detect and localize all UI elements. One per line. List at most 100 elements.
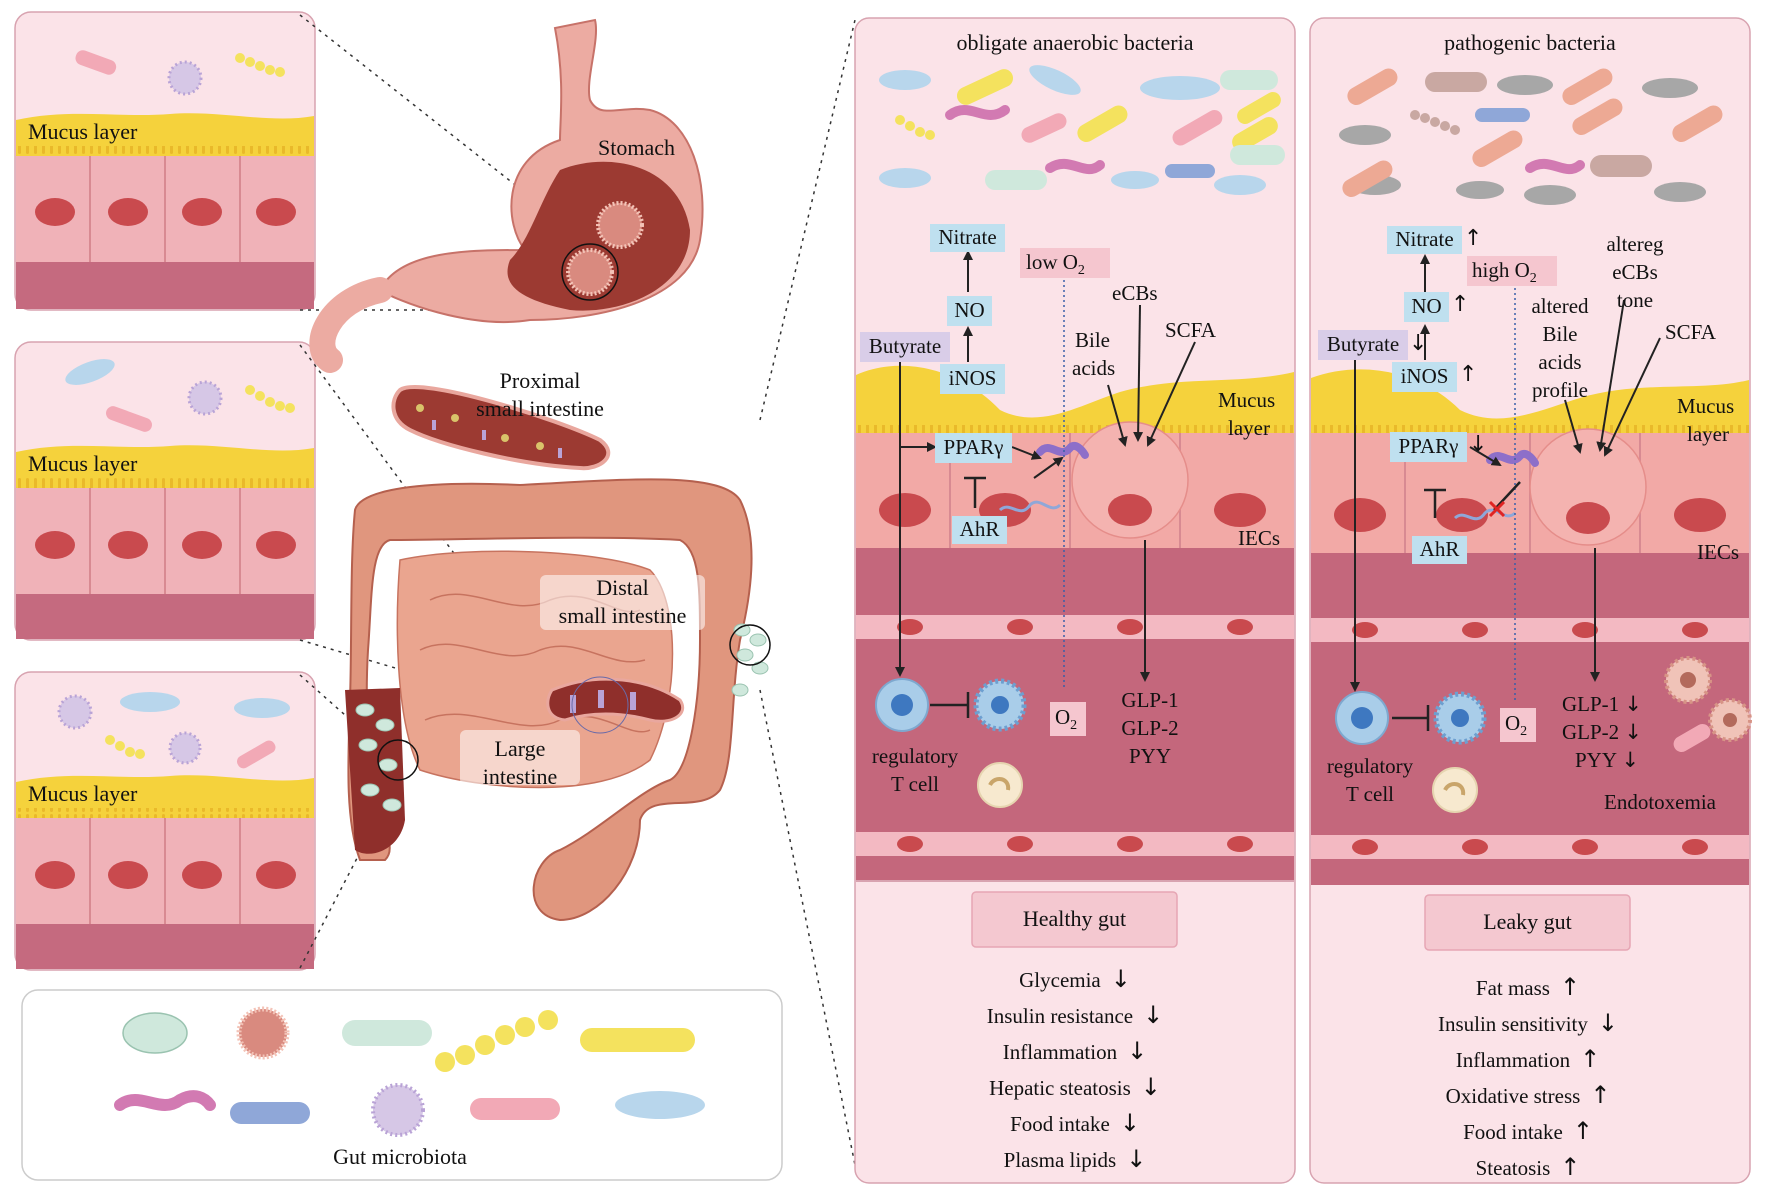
leaky-outcome-2: Inflammation ↑ — [1368, 1047, 1688, 1071]
healthy-nitrate: Nitrate — [938, 225, 997, 249]
leaky-mucus-2: layer — [1687, 422, 1729, 446]
leaky-outcome-label: Food intake — [1463, 1120, 1563, 1144]
arrow-down-icon: ↓ — [1140, 1073, 1161, 1101]
leaky-scfa: SCFA — [1665, 320, 1716, 344]
leaky-outcome-label: Fat mass — [1475, 976, 1550, 1000]
leaky-altereg-2: eCBs — [1612, 260, 1658, 284]
leaky-ahr: AhR — [1419, 537, 1460, 561]
leaky-inos-up-icon: ↑ — [1459, 362, 1478, 387]
leaky-nitrate-box: Nitrate — [1387, 226, 1462, 254]
leaky-altereg-3: tone — [1616, 288, 1654, 312]
healthy-low-o2-box: low O2 — [1020, 248, 1110, 278]
leaky-butyrate-box: Butyrate — [1318, 330, 1408, 360]
healthy-butyrate: Butyrate — [868, 334, 942, 358]
healthy-outcome-3: Hepatic steatosis ↓ — [915, 1075, 1235, 1099]
healthy-ppar-box: PPARγ — [935, 433, 1012, 463]
leaky-ppar-down-icon: ↓ — [1469, 432, 1488, 457]
healthy-bile-1: Bile — [1075, 328, 1110, 352]
healthy-ecbs: eCBs — [1112, 281, 1158, 305]
leaky-glp2: GLP-2 ↓ — [1562, 720, 1643, 744]
distal-label-2: small intestine — [558, 603, 687, 628]
leaky-outcome-label: Steatosis — [1475, 1156, 1551, 1180]
legend-box — [21, 989, 783, 1181]
leaky-outcome-label: Insulin sensitivity — [1437, 1012, 1588, 1036]
mucus-label-3: Mucus layer — [28, 781, 138, 806]
leaky-outcome-1: Insulin sensitivity ↓ — [1368, 1011, 1688, 1035]
leaky-outcome-label: Oxidative stress — [1445, 1084, 1581, 1108]
legend-title: Gut microbiota — [333, 1144, 467, 1169]
arrow-down-icon: ↓ — [1110, 965, 1131, 993]
leaky-o2-box: O2 — [1500, 708, 1536, 742]
leaky-ahr-box: AhR — [1412, 536, 1467, 564]
healthy-iecs: IECs — [1238, 526, 1280, 550]
healthy-mucus-1: Mucus — [1218, 388, 1276, 412]
healthy-mucus-2: layer — [1228, 416, 1270, 440]
leaky-butyrate: Butyrate — [1326, 332, 1400, 356]
leaky-glp1: GLP-1 ↓ — [1562, 692, 1643, 716]
healthy-treg-1: regulatory — [871, 744, 959, 768]
healthy-outcome-0: Glycemia ↓ — [915, 967, 1235, 991]
large-label-2: intestine — [482, 764, 558, 789]
leaky-header: pathogenic bacteria — [1444, 30, 1616, 55]
leaky-inos-box: iNOS — [1392, 362, 1457, 392]
arrow-up-icon: ↑ — [1572, 1117, 1593, 1145]
leaky-no: NO — [1411, 294, 1442, 318]
left-panel-1 — [14, 11, 316, 311]
stomach-label: Stomach — [598, 135, 675, 160]
left-panel-2 — [14, 341, 316, 641]
healthy-outcome-label: Insulin resistance — [986, 1004, 1134, 1028]
healthy-outcome-label: Food intake — [1010, 1112, 1110, 1136]
arrow-down-icon: ↓ — [1143, 1001, 1164, 1029]
healthy-bile-2: acids — [1072, 356, 1116, 380]
leaky-outcome-0: Fat mass↑ — [1368, 975, 1688, 999]
large-intestine — [345, 478, 771, 922]
stomach-illustration — [309, 18, 704, 373]
healthy-ahr: AhR — [959, 517, 1000, 541]
leaky-altereg-1: altereg — [1606, 232, 1664, 256]
leaky-altered-2: Bile — [1542, 322, 1578, 346]
proximal-label-1: Proximal — [499, 368, 581, 393]
healthy-ahr-box: AhR — [952, 516, 1007, 544]
leaky-outcome-3: Oxidative stress ↑ — [1368, 1083, 1688, 1107]
arrow-down-icon: ↓ — [1126, 1145, 1147, 1173]
arrow-up-icon: ↑ — [1580, 1045, 1601, 1073]
leaky-ppar: PPARγ — [1398, 434, 1459, 458]
arrow-up-icon: ↑ — [1590, 1081, 1611, 1109]
leaky-altered-4: profile — [1532, 378, 1588, 402]
leaky-outcome-label: Inflammation — [1455, 1048, 1571, 1072]
leaky-no-box: NO — [1404, 292, 1449, 322]
healthy-outcome-label: Glycemia — [1019, 968, 1101, 992]
healthy-outcome-2: Inflammation↓ — [915, 1039, 1235, 1063]
leaky-ppar-box: PPARγ — [1390, 432, 1467, 462]
arrow-down-icon: ↓ — [1127, 1037, 1148, 1065]
healthy-glp1: GLP-1 — [1121, 688, 1179, 712]
leaky-no-up-icon: ↑ — [1451, 292, 1470, 317]
healthy-outcome-label: Plasma lipids — [1003, 1148, 1117, 1172]
leaky-inos: iNOS — [1400, 364, 1449, 388]
healthy-outcome-5: Plasma lipids ↓ — [915, 1147, 1235, 1171]
leaky-high-o2: high O2 — [1472, 258, 1537, 287]
leaky-mucus-1: Mucus — [1677, 394, 1735, 418]
healthy-inos: iNOS — [948, 366, 997, 390]
leaky-panel-art — [1309, 17, 1752, 1184]
leaky-nitrate: Nitrate — [1395, 227, 1454, 251]
arrow-down-icon: ↓ — [1597, 1009, 1619, 1037]
healthy-header: obligate anaerobic bacteria — [956, 30, 1194, 55]
healthy-o2: O2 — [1055, 705, 1078, 734]
healthy-glp2: GLP-2 — [1121, 716, 1179, 740]
mucus-label-1: Mucus layer — [28, 119, 138, 144]
proximal-label-2: small intestine — [476, 396, 604, 421]
leaky-altered-3: acids — [1538, 350, 1582, 374]
healthy-no: NO — [954, 298, 985, 322]
leaky-pyy: PYY ↓ — [1575, 748, 1640, 772]
healthy-no-box: NO — [947, 296, 992, 326]
leaky-o2: O2 — [1505, 711, 1528, 740]
leaky-high-o2-box: high O2 — [1467, 256, 1557, 286]
healthy-outcome-label: Hepatic steatosis — [989, 1076, 1131, 1100]
healthy-treg-2: T cell — [890, 772, 939, 796]
leaky-iecs: IECs — [1697, 540, 1739, 564]
healthy-outcome-4: Food intake↓ — [915, 1111, 1235, 1135]
healthy-status: Healthy gut — [1022, 906, 1127, 931]
healthy-pyy: PYY — [1128, 744, 1171, 768]
